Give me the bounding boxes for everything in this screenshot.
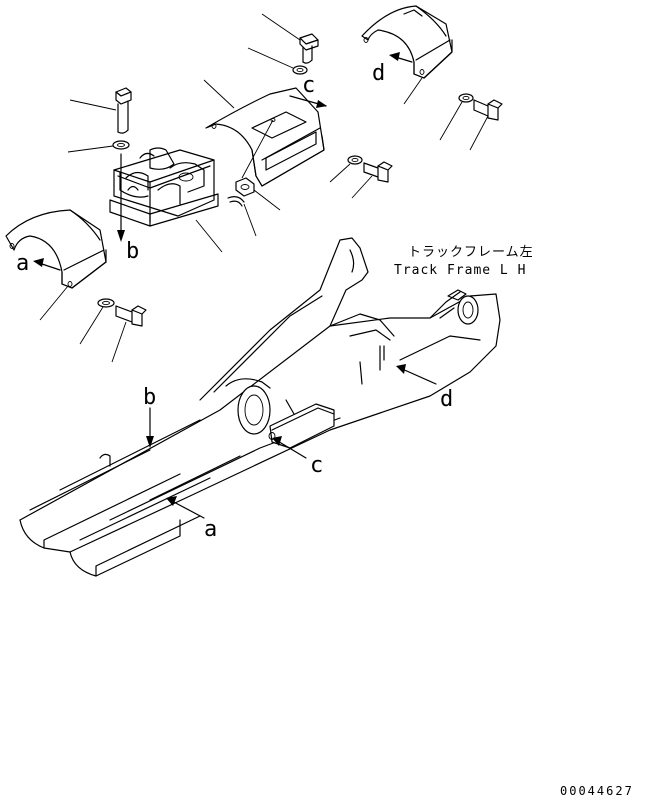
leader-support-bracket — [195, 219, 223, 253]
arrow-d-frame — [396, 364, 437, 385]
bolt-center-right — [363, 161, 393, 183]
leader-cover-right — [403, 77, 423, 105]
cover-left — [5, 209, 107, 289]
leader-bolt-left — [111, 321, 127, 363]
callout-d-frame: d — [440, 387, 453, 412]
arrow-b-top — [117, 153, 125, 242]
washer-top-center — [292, 65, 308, 75]
bolt-right — [473, 99, 503, 121]
cover-center — [205, 87, 327, 187]
leader-washer-top-center — [247, 47, 294, 69]
leader-washer-center-right — [329, 163, 351, 183]
caption-japanese: トラックフレーム左 — [408, 245, 534, 260]
cover-right — [361, 5, 453, 79]
arrow-a-frame — [166, 496, 205, 519]
leader-bolt-center-right — [351, 175, 373, 199]
leader-cover-center — [203, 79, 235, 109]
callout-c-top: c — [302, 73, 315, 98]
callout-b-frame: b — [143, 385, 156, 410]
bolt-top-left — [115, 87, 132, 134]
washer-right — [458, 93, 474, 103]
part-number: 00044627 — [560, 784, 634, 798]
clip — [227, 196, 245, 207]
arrow-c-frame — [268, 432, 307, 459]
washer-left — [97, 298, 115, 308]
arrow-a-top — [33, 258, 61, 271]
leader-hex-nut — [253, 189, 281, 211]
bolt-top-center — [299, 33, 319, 64]
leader-washer-right — [439, 101, 463, 141]
leader-washer-top-left — [67, 145, 114, 153]
washer-center-right — [347, 155, 363, 165]
callout-b-top: b — [126, 239, 139, 264]
arrow-b-frame — [146, 407, 154, 448]
bolt-left — [115, 305, 147, 327]
callout-a-top: a — [16, 251, 29, 276]
track-frame — [19, 237, 501, 577]
leader-bolt-top-center — [261, 13, 301, 41]
washer-top-left — [112, 140, 130, 150]
leader-bolt-top-left — [69, 99, 117, 111]
leader-cover-left — [39, 285, 69, 321]
leader-washer-left — [79, 306, 104, 345]
callout-d-top: d — [372, 61, 385, 86]
callout-c-frame: c — [310, 453, 323, 478]
leader-clip — [243, 203, 257, 237]
leader-bolt-right — [469, 115, 489, 151]
leader-c-to-bolt — [241, 119, 274, 179]
arrow-d-top — [389, 52, 413, 63]
support-bracket — [109, 147, 219, 227]
hex-nut — [235, 177, 255, 197]
caption-english: Track Frame L H — [394, 263, 526, 278]
callout-a-frame: a — [204, 517, 217, 542]
